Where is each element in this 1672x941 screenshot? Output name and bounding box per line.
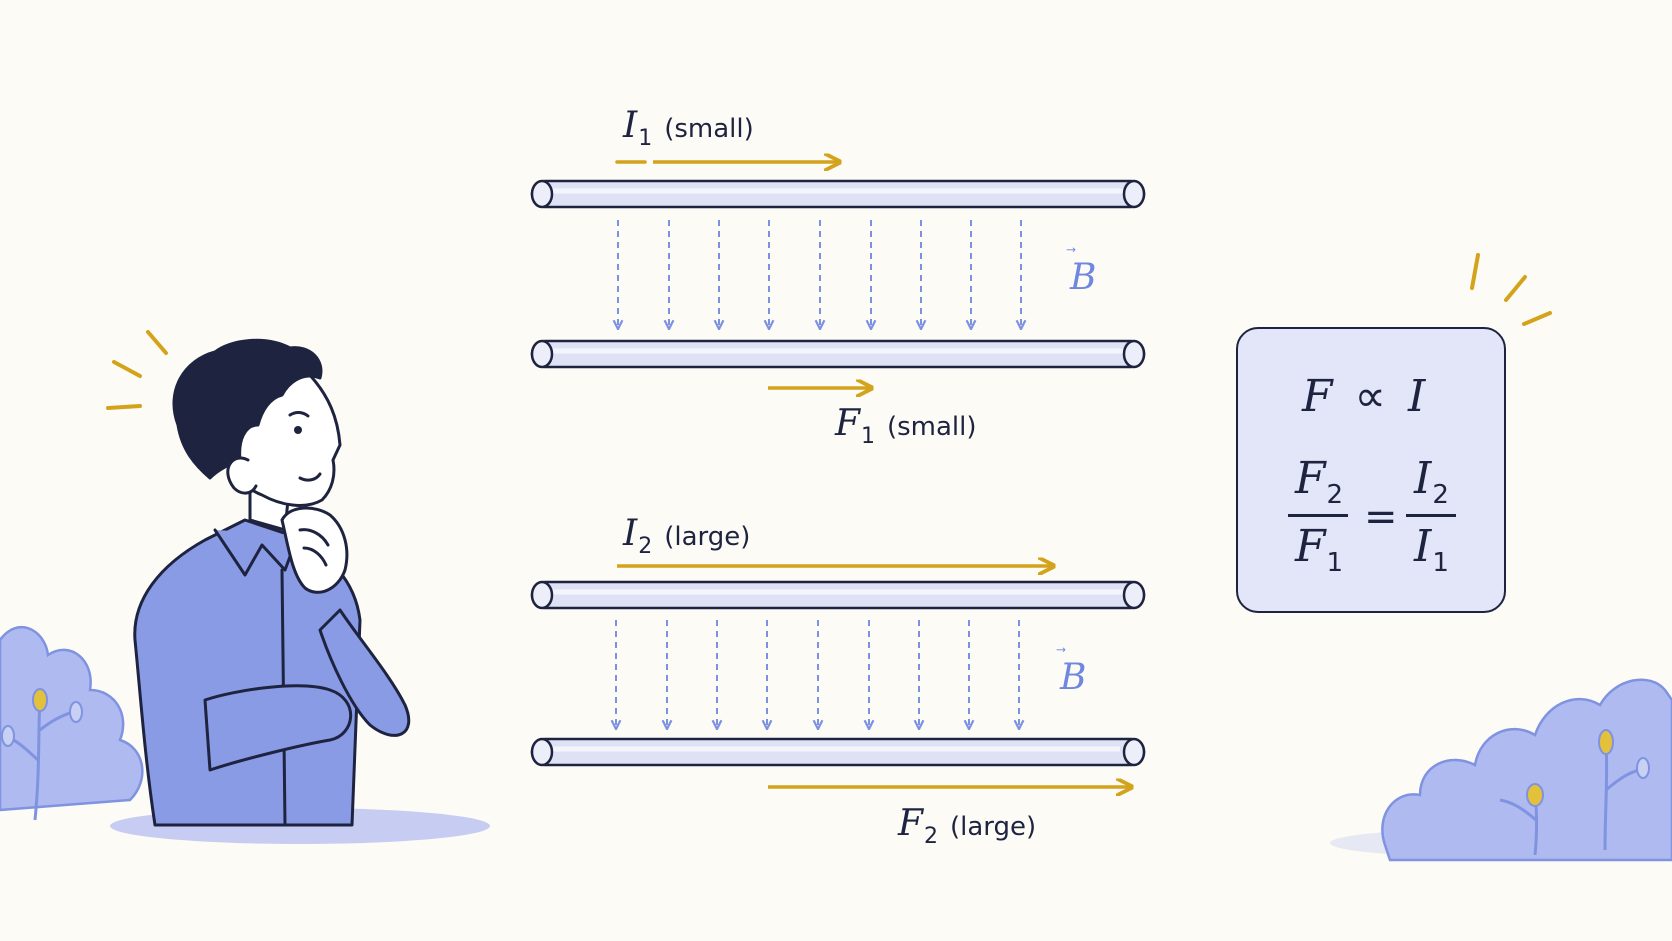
current-subscript: 2 <box>638 534 653 559</box>
force-subscript: 2 <box>923 824 938 849</box>
current-symbol: I <box>623 105 638 146</box>
fraction-left-numerator: F2 <box>1295 453 1344 510</box>
current-subscript: 1 <box>638 126 653 151</box>
fraction-right-numerator: I2 <box>1414 453 1449 510</box>
force-note: (small) <box>886 412 977 442</box>
force-symbol: F <box>835 403 860 444</box>
fraction-right-denominator: I1 <box>1414 521 1449 578</box>
field-label-bottom: ⃗B <box>1060 660 1086 696</box>
force-note: (large) <box>949 812 1037 842</box>
thinking-person-illustration <box>133 338 411 827</box>
current-symbol: I <box>623 513 638 554</box>
rail-1 <box>530 179 1146 209</box>
field-symbol: B <box>1060 657 1087 698</box>
prop-right: I <box>1407 371 1426 422</box>
sparkle-lines-left <box>106 330 168 410</box>
label-current-2: I2 (large) <box>623 513 751 558</box>
prop-left: F <box>1302 371 1333 422</box>
current-note: (large) <box>664 522 751 552</box>
label-force-2: F2 (large) <box>898 803 1037 848</box>
bottom-conductor-pair <box>530 566 1146 787</box>
label-force-1: F1 (small) <box>835 403 977 448</box>
bush-right <box>1381 678 1672 862</box>
bush-left <box>0 626 144 821</box>
fraction-bar-left <box>1288 514 1348 517</box>
sparkle-lines-right <box>1470 253 1552 326</box>
field-label-top: ⃗B <box>1070 260 1096 296</box>
equals-sign: = <box>1364 494 1398 540</box>
current-note: (small) <box>664 114 754 144</box>
field-arrows-bottom <box>616 620 1019 728</box>
rail-4 <box>530 737 1146 767</box>
field-arrows-top <box>618 220 1021 328</box>
formula-box: F∝I F2 F1 = I2 I1 <box>1236 327 1506 613</box>
force-subscript: 1 <box>860 424 875 449</box>
top-conductor-pair <box>530 162 1146 388</box>
proportionality-line: F∝I <box>1302 375 1425 419</box>
rail-2 <box>530 339 1146 369</box>
rail-3 <box>530 580 1146 610</box>
field-symbol: B <box>1070 257 1097 298</box>
prop-symbol: ∝ <box>1354 371 1386 422</box>
label-current-1: I1 (small) <box>623 105 754 150</box>
force-symbol: F <box>898 803 923 844</box>
fraction-left-denominator: F1 <box>1295 521 1344 578</box>
fraction-bar-right <box>1406 514 1456 517</box>
